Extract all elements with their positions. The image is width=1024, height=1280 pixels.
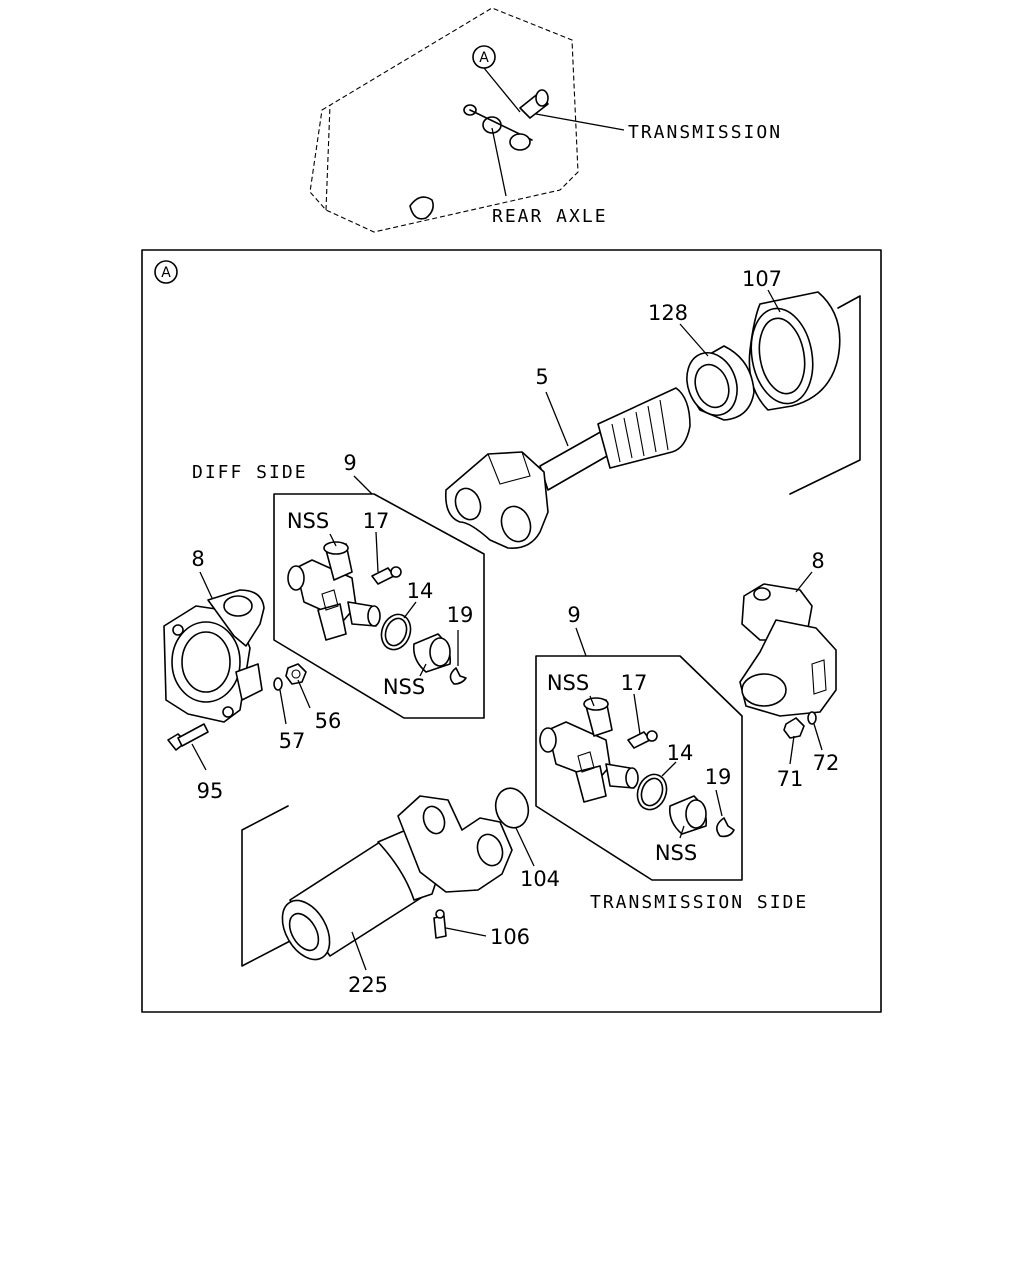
nut-56-hole [291, 669, 301, 679]
callout-19-left: 19 [447, 603, 474, 627]
part-8-flange-yoke-left [163, 589, 265, 723]
snap-ring-19-right [716, 817, 735, 838]
part-8-flange-yoke-right [739, 583, 837, 717]
detail-marker-a [154, 260, 178, 284]
vehicle-outline [309, 7, 579, 233]
nut-56 [285, 663, 307, 685]
nut-71 [783, 717, 805, 739]
diff-side-label: DIFF SIDE [192, 462, 308, 483]
callout-nss-left-top: NSS [287, 509, 329, 533]
part-107-seal [748, 291, 841, 411]
callout-95: 95 [197, 779, 224, 803]
universal-joint-spider-right [539, 697, 639, 803]
callout-19-right: 19 [705, 765, 732, 789]
part-225-sleeve-yoke [281, 795, 513, 961]
callout-56: 56 [315, 709, 342, 733]
part-128-dust-cover [686, 345, 755, 421]
transmission-side-label: TRANSMISSION SIDE [590, 892, 808, 913]
bolt-95 [167, 723, 209, 751]
callout-14-right: 14 [667, 741, 694, 765]
leader [535, 113, 625, 131]
universal-joint-spider-left [287, 541, 381, 641]
callout-225: 225 [348, 973, 388, 997]
callout-128: 128 [648, 301, 688, 325]
detail-marker-label: A [161, 265, 171, 281]
callout-8-left: 8 [191, 547, 204, 571]
vehicle-overview: A TRANSMISSION REAR AXLE [309, 7, 782, 233]
shaft-break-line-right [789, 295, 861, 495]
grease-fitting-106 [433, 909, 447, 939]
callout-14-left: 14 [407, 579, 434, 603]
marker-a-label: A [479, 50, 489, 66]
seal-ring-14-right-inner [640, 777, 664, 807]
callout-71: 71 [777, 767, 804, 791]
callout-57: 57 [279, 729, 306, 753]
callout-106: 106 [490, 925, 530, 949]
callout-17-left: 17 [363, 509, 390, 533]
callout-72: 72 [813, 751, 840, 775]
plug-104 [494, 787, 530, 829]
bearing-cup-right [668, 795, 708, 835]
leader [483, 67, 521, 113]
shaft-break-line-left [241, 805, 293, 967]
leader [491, 127, 507, 197]
driveshaft-thumbnail-icon [463, 89, 549, 151]
vehicle-edge [325, 104, 331, 211]
callout-9-left: 9 [343, 451, 356, 475]
grease-fitting-17-right [627, 730, 658, 749]
callout-nss-right-bottom: NSS [655, 841, 697, 865]
washer-57 [273, 677, 283, 691]
callout-9-right: 9 [567, 603, 580, 627]
washer-72 [807, 711, 817, 725]
callout-104: 104 [520, 867, 560, 891]
kit-box-left [273, 493, 485, 719]
leader-lines [191, 289, 823, 971]
part-5-yoke-shaft [444, 387, 691, 549]
seal-ring-14-left-inner [384, 617, 408, 647]
callout-5: 5 [535, 365, 548, 389]
rear-axle-label: REAR AXLE [492, 206, 608, 227]
callout-8-right: 8 [811, 549, 824, 573]
callout-nss-left-bottom: NSS [383, 675, 425, 699]
transmission-label: TRANSMISSION [628, 122, 782, 143]
wheel-icon [409, 196, 434, 220]
callout-nss-right-top: NSS [547, 671, 589, 695]
callout-107: 107 [742, 267, 782, 291]
callout-17-right: 17 [621, 671, 648, 695]
grease-fitting-17-left [371, 566, 402, 585]
detail-frame [141, 249, 882, 1013]
bearing-cup-left [412, 633, 452, 673]
snap-ring-19-left [449, 667, 467, 685]
kit-box-right [535, 655, 743, 881]
